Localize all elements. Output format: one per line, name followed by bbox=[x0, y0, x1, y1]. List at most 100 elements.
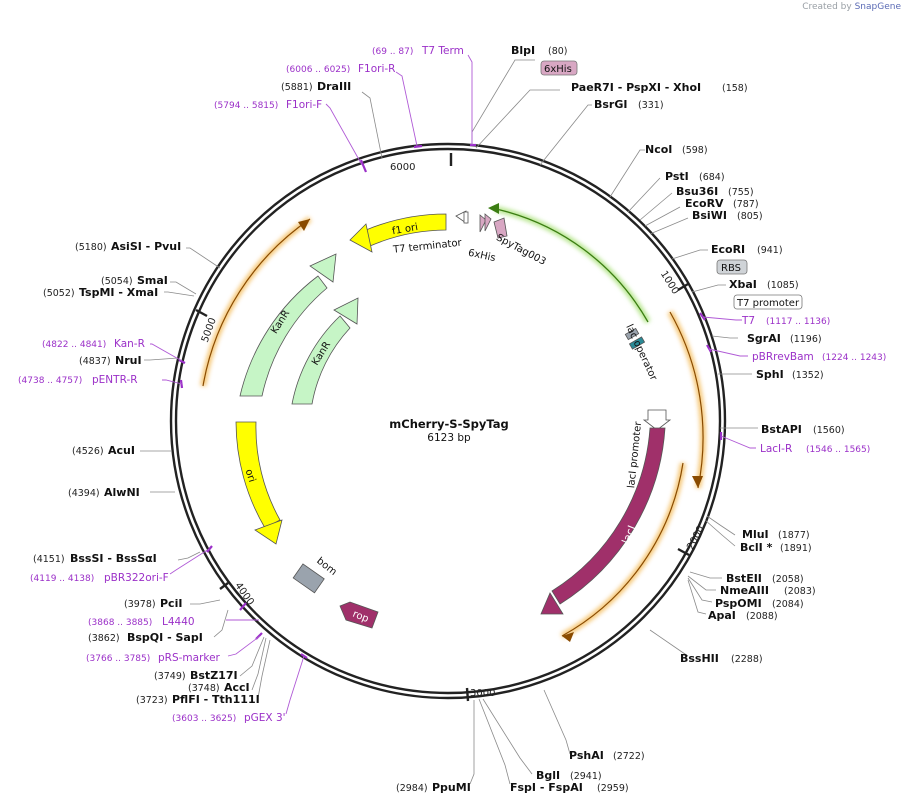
ori-label: ori bbox=[243, 468, 257, 484]
enzyme-sphi: SphI bbox=[756, 368, 784, 381]
enzyme-ncoi: NcoI bbox=[645, 143, 672, 156]
primer-l4440: L4440 bbox=[162, 616, 195, 628]
enzyme-mlui-pos: (1877) bbox=[778, 530, 810, 541]
ori-arrow-body bbox=[235, 421, 281, 529]
credit-prefix: Created by bbox=[802, 2, 852, 12]
enzyme-draiii-pos: (5881) bbox=[281, 82, 313, 93]
green-strand bbox=[495, 208, 649, 323]
rbs-box bbox=[716, 259, 748, 275]
primer-t7-pos: (1117 .. 1136) bbox=[766, 317, 830, 327]
primer-laci-r-pos: (1546 .. 1565) bbox=[806, 445, 870, 455]
enzyme-pshai-pos: (2722) bbox=[613, 751, 645, 762]
enzyme-acci-pos: (3748) bbox=[188, 683, 220, 694]
orange-arrowhead-right bbox=[692, 476, 703, 488]
enzyme-draiii: DraIII bbox=[317, 80, 351, 93]
primer-pentr-r: pENTR-R bbox=[92, 374, 138, 386]
enzyme-pshai: PshAI bbox=[569, 749, 604, 762]
enzyme-bsu36i: Bsu36I bbox=[676, 185, 718, 198]
laci-promoter-arrow bbox=[642, 409, 672, 431]
enzyme-bstapi: BstAPI bbox=[761, 423, 802, 436]
enzyme-bsiwi-pos: (805) bbox=[737, 211, 763, 222]
enzyme-xbai-pos: (1085) bbox=[767, 280, 799, 291]
primer-kan-r-pos: (4822 .. 4841) bbox=[42, 340, 106, 350]
enzyme-ncoi-pos: (598) bbox=[682, 145, 708, 156]
kanr-outer-arrow-body bbox=[239, 275, 328, 397]
green-glow bbox=[495, 206, 651, 324]
enzyme-pspomi: PspOMI bbox=[715, 597, 762, 610]
enzyme-ecorv-pos: (787) bbox=[733, 199, 759, 210]
primer-pbrrevbam-pos: (1224 .. 1243) bbox=[822, 353, 886, 363]
enzyme-pcii-pos: (3978) bbox=[124, 599, 156, 610]
lac-operator-label: lac operator bbox=[623, 323, 659, 383]
enzyme-sgrai-pos: (1196) bbox=[790, 334, 822, 345]
plasmid-name: mCherry-S-SpyTag bbox=[389, 417, 508, 431]
enzyme-apai-pos: (2088) bbox=[746, 611, 778, 622]
enzyme-nmeaiii-pos: (2083) bbox=[784, 586, 816, 597]
snapgene-brand: SnapGene bbox=[854, 2, 901, 12]
enzyme-acci: AccI bbox=[224, 681, 250, 694]
enzyme-pspomi-pos: (2084) bbox=[772, 599, 804, 610]
laci-arrow-body bbox=[551, 427, 666, 605]
enzyme-nrui-pos: (4837) bbox=[79, 356, 111, 367]
primer-pbr322ori-f: pBR322ori-F bbox=[104, 572, 169, 584]
enzyme-psti: PstI bbox=[665, 170, 689, 183]
scale-label-6000: 6000 bbox=[390, 162, 415, 173]
enzyme-smai: SmaI bbox=[137, 274, 168, 287]
rbs-label: RBS bbox=[721, 263, 741, 274]
kanr-inner-arrowhead bbox=[333, 297, 359, 325]
enzyme-tspmi-pos: (5052) bbox=[43, 288, 75, 299]
spytag-arrow bbox=[493, 217, 508, 239]
scale-label-2000: 2000 bbox=[685, 524, 707, 552]
primer-f1ori-r: F1ori-R bbox=[358, 63, 395, 75]
f1-ori-label: f1 ori bbox=[391, 222, 419, 237]
enzyme-xhoi-pos: (158) bbox=[722, 83, 748, 94]
sixhis-arrow bbox=[479, 214, 487, 233]
laci-arrowhead bbox=[540, 592, 564, 615]
orange-glow-right bbox=[667, 310, 707, 489]
enzyme-blpi: BlpI bbox=[511, 44, 535, 57]
spytag-label: SpyTag003 bbox=[494, 232, 547, 267]
enzyme-xhoi-group: PaeR7I - PspXI - XhoI bbox=[571, 81, 701, 94]
enzyme-asisi-pos: (5180) bbox=[75, 242, 107, 253]
enzyme-leaders bbox=[140, 59, 758, 785]
enzyme-bspqi-pos: (3862) bbox=[88, 633, 120, 644]
enzyme-smai-pos: (5054) bbox=[101, 276, 133, 287]
enzyme-acui-pos: (4526) bbox=[72, 446, 104, 457]
primer-l4440-pos: (3868 .. 3885) bbox=[88, 618, 152, 628]
enzyme-bstz17i-pos: (3749) bbox=[154, 671, 186, 682]
enzyme-bgli-pos: (2941) bbox=[570, 771, 602, 782]
green-arrowhead bbox=[488, 203, 499, 214]
primer-prs-marker-pos: (3766 .. 3785) bbox=[86, 654, 150, 664]
orange-strand-bottom bbox=[561, 462, 684, 637]
primer-leaders bbox=[150, 54, 756, 715]
enzyme-ppumi-pos: (2984) bbox=[396, 783, 428, 794]
enzyme-sgrai: SgrAI bbox=[747, 332, 781, 345]
primer-f1ori-f-pos: (5794 .. 5815) bbox=[214, 101, 278, 111]
enzyme-bsteii-pos: (2058) bbox=[772, 574, 804, 585]
primer-t7-term-pos: (69 .. 87) bbox=[372, 47, 413, 57]
primer-t7: T7 bbox=[741, 315, 755, 327]
orange-arrowhead-left bbox=[298, 219, 310, 231]
enzyme-apai: ApaI bbox=[708, 609, 736, 622]
orange-strand-left bbox=[202, 218, 311, 387]
lac-operator-box bbox=[624, 327, 640, 341]
primer-kan-r: Kan-R bbox=[114, 338, 145, 350]
primer-pentr-r-pos: (4738 .. 4757) bbox=[18, 376, 82, 386]
snapgene-credit: Created by SnapGene bbox=[802, 2, 901, 12]
ori-arrowhead bbox=[254, 519, 283, 545]
enzyme-ppumi: PpuMI bbox=[432, 781, 471, 794]
lac-operator-box-2 bbox=[628, 336, 646, 350]
enzyme-mlui: MluI bbox=[742, 528, 769, 541]
enzyme-bcli-pos: (1891) bbox=[780, 543, 812, 554]
t7-promoter-label: T7 promoter bbox=[736, 298, 800, 309]
enzyme-sphi-pos: (1352) bbox=[792, 370, 824, 381]
enzyme-bcli: BclI * bbox=[740, 541, 773, 554]
enzyme-fspi-group: FspI - FspAI bbox=[510, 781, 583, 794]
enzyme-nrui: NruI bbox=[115, 354, 142, 367]
enzyme-bsshii: BssHII bbox=[680, 652, 719, 665]
backbone-outer-ring bbox=[169, 142, 727, 700]
enzyme-bsrgi-pos: (331) bbox=[638, 100, 664, 111]
enzyme-tspmi-group: TspMI - XmaI bbox=[79, 286, 158, 299]
enzyme-pflfi-pos: (3723) bbox=[136, 695, 168, 706]
